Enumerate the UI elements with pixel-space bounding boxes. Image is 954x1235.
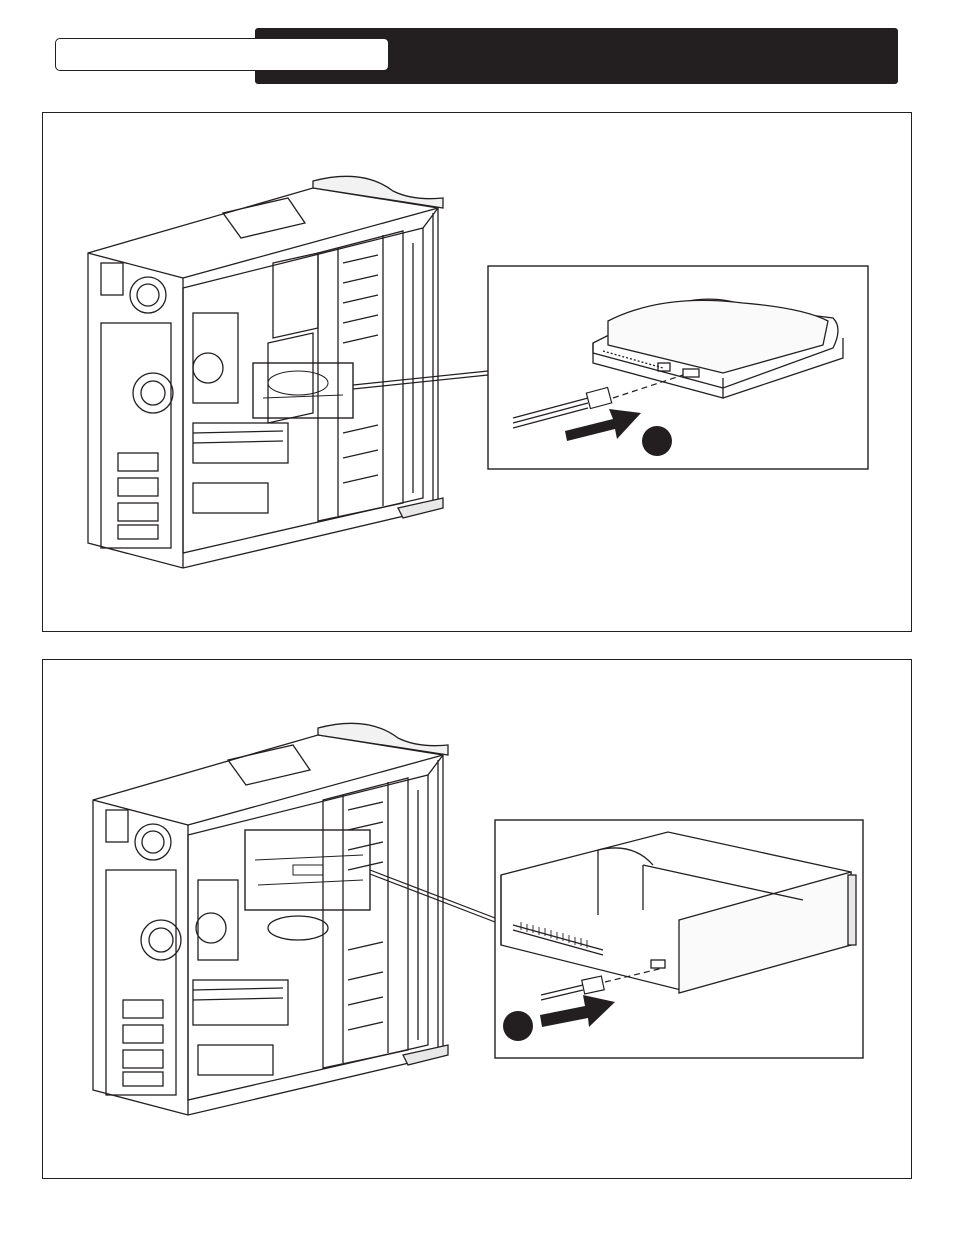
- tower-chassis: [93, 723, 448, 1115]
- tower-chassis: [88, 176, 443, 568]
- header-tab: [55, 38, 389, 71]
- step-marker-icon: [642, 426, 672, 456]
- illustration-tower-with-drive-callout: [43, 113, 913, 633]
- figure-connect-backplane: [42, 659, 912, 1179]
- figure-connect-drive-power: [42, 112, 912, 632]
- step-marker-icon: [503, 1011, 533, 1041]
- illustration-tower-with-backplane-callout: [43, 660, 913, 1180]
